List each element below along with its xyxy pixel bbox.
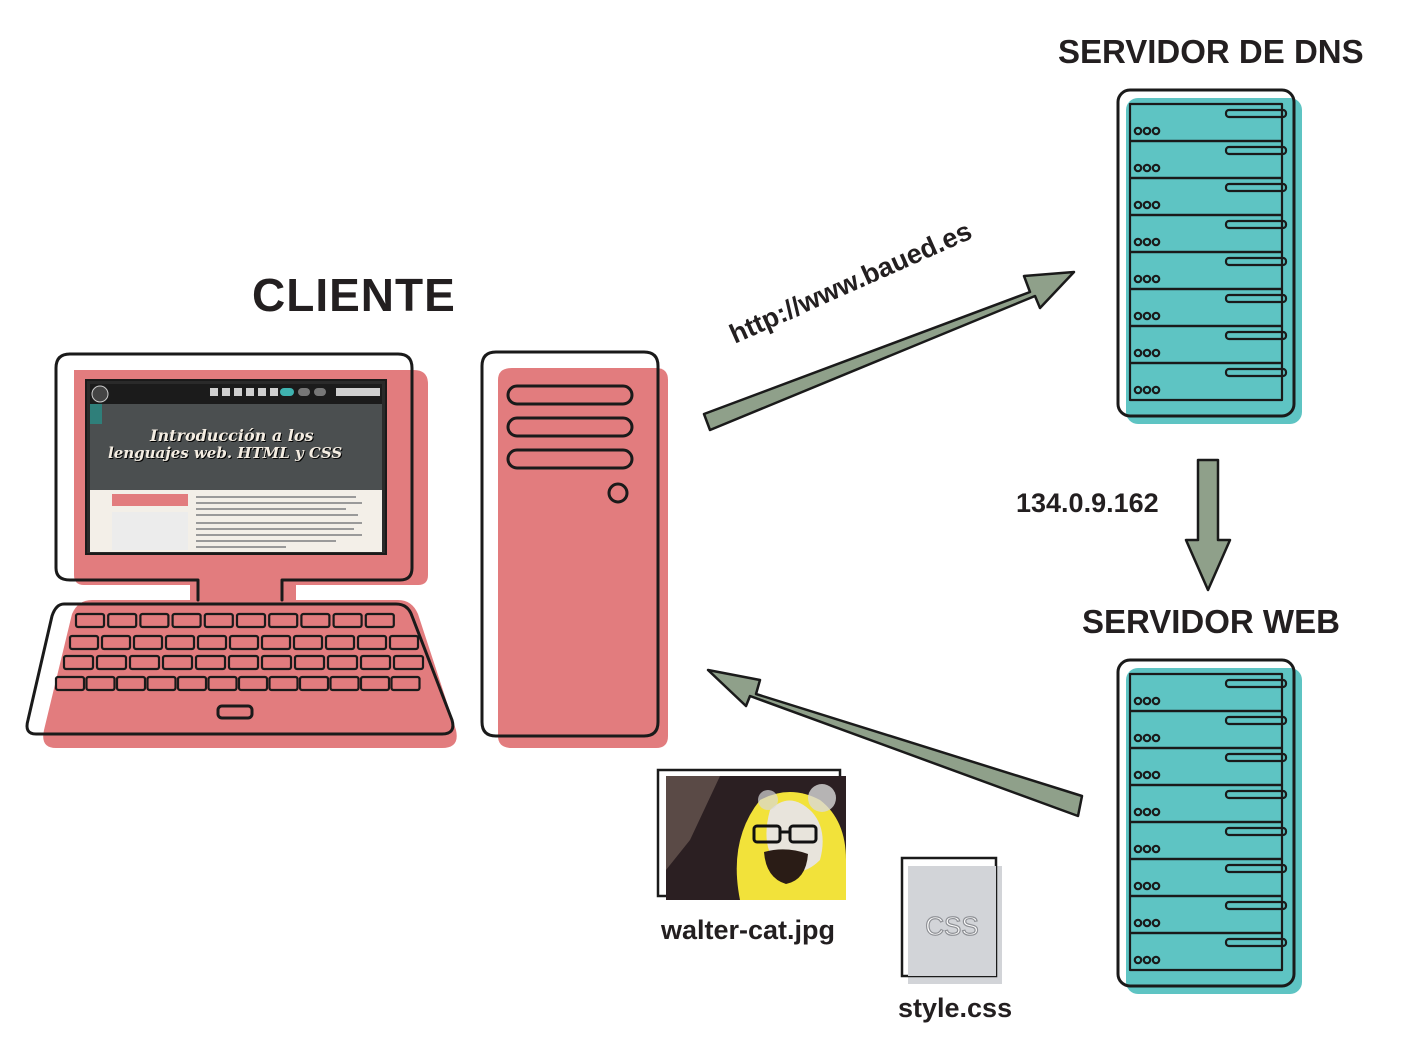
client-label: CLIENTE [252,269,456,321]
ip-response-arrow [1184,458,1232,592]
keyboard-key [260,634,292,651]
keyboard-key [228,634,260,651]
keyboard-key [392,654,425,671]
keyboard-key [260,654,293,671]
keyboard-key [227,654,260,671]
keyboard-key [164,634,196,651]
keyboard-key [390,675,421,692]
keyboard-key [237,675,269,692]
request-arrow [702,270,1076,432]
keyboard-key [176,675,208,692]
image-file-label: walter-cat.jpg [661,915,836,945]
keyboard-key [95,654,128,671]
keyboard-key [128,654,161,671]
keyboard-key [268,612,299,629]
screen-headline-1: Introducción a los [150,426,314,445]
keyboard-key [194,654,227,671]
keyboard-key [359,654,392,671]
dns-server-icon [1116,88,1302,424]
keyboard-key [74,612,106,629]
response-arrow [706,668,1084,818]
screen-headline-2: lenguajes web. HTML y CSS [108,444,343,462]
desktop-tower-icon [480,350,668,748]
keyboard-key [364,612,395,629]
keyboard-key [298,675,330,692]
keyboard-key [203,612,234,629]
css-file-label: style.css [898,993,1013,1023]
keyboard-key [62,654,95,671]
web-server-icon [1116,658,1302,994]
rack-unit [1128,931,1284,972]
keyboard-key [356,634,388,651]
dns-server-label: SERVIDOR DE DNS [1058,33,1364,70]
keyboard-key [293,654,326,671]
keyboard-key [85,675,116,692]
keyboard-key [139,612,170,629]
keyboard-key [146,675,177,692]
keyboard-key [171,612,202,629]
keyboard-key [100,634,132,651]
image-file-icon [656,768,846,900]
keyboard-key [107,612,138,629]
keyboard-key [292,634,324,651]
keyboard-key [196,634,228,651]
css-icon-text: CSS [925,911,978,941]
keyboard-key [332,612,363,629]
css-file-icon: CSS [900,856,1002,984]
keyboard-key [388,634,420,651]
keyboard-key [268,675,299,692]
keyboard-key [115,675,147,692]
keyboard-key [359,675,391,692]
keyboard-key [300,612,331,629]
laptop-icon [25,352,457,748]
keyboard-key [329,675,360,692]
keyboard-key [161,654,194,671]
keyboard-key [68,634,100,651]
ip-address-label: 134.0.9.162 [1016,488,1159,518]
keyboard-key [235,612,267,629]
keyboard-key [324,634,356,651]
keyboard-key [54,675,86,692]
keyboard-key [207,675,238,692]
keyboard-key [132,634,164,651]
web-server-label: SERVIDOR WEB [1082,603,1340,640]
keyboard-key [326,654,359,671]
rack-unit [1128,361,1284,402]
